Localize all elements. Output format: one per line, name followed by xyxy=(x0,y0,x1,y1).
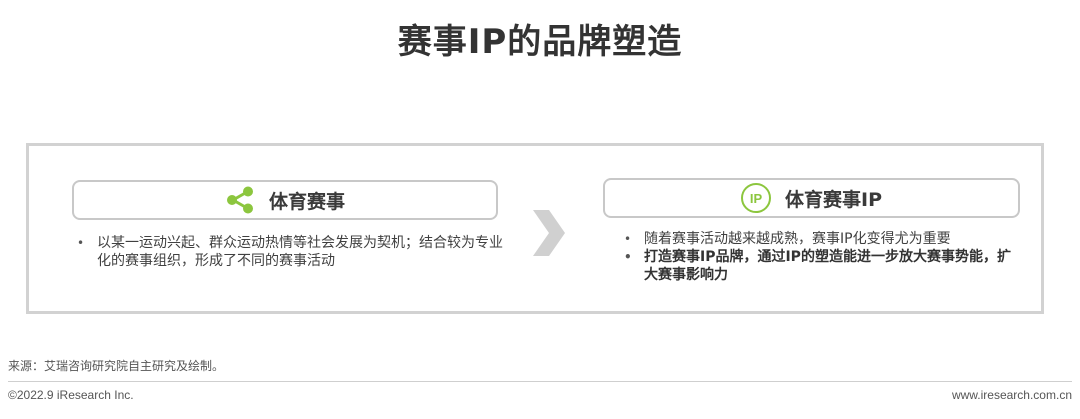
list-item: 随着赛事活动越来越成熟，赛事IP化变得尤为重要 xyxy=(620,230,1020,248)
list-item: 以某一运动兴起、群众运动热情等社会发展为契机；结合较为专业化的赛事组织，形成了不… xyxy=(73,234,503,270)
website-url: www.iresearch.com.cn xyxy=(951,388,1072,402)
source-note: 来源：艾瑞咨询研究院自主研究及绘制。 xyxy=(8,359,225,373)
share-icon xyxy=(225,186,255,214)
card-sports-event-ip: IP 体育赛事IP xyxy=(603,178,1020,218)
left-bullet-list: 以某一运动兴起、群众运动热情等社会发展为契机；结合较为专业化的赛事组织，形成了不… xyxy=(73,234,503,270)
content-frame xyxy=(26,143,1044,314)
copyright-text: ©2022.9 iResearch Inc. xyxy=(8,388,134,402)
ip-icon: IP xyxy=(741,183,771,213)
chevron-right-icon xyxy=(533,210,565,256)
card-label: 体育赛事IP xyxy=(785,188,882,211)
right-bullet-list: 随着赛事活动越来越成熟，赛事IP化变得尤为重要 打造赛事IP品牌，通过IP的塑造… xyxy=(620,230,1020,284)
card-label: 体育赛事 xyxy=(268,190,345,213)
list-item: 打造赛事IP品牌，通过IP的塑造能进一步放大赛事势能，扩大赛事影响力 xyxy=(620,248,1020,284)
page-title: 赛事IP的品牌塑造 xyxy=(397,22,683,62)
footer-divider xyxy=(8,381,1072,382)
card-sports-event: 体育赛事 xyxy=(72,180,498,220)
